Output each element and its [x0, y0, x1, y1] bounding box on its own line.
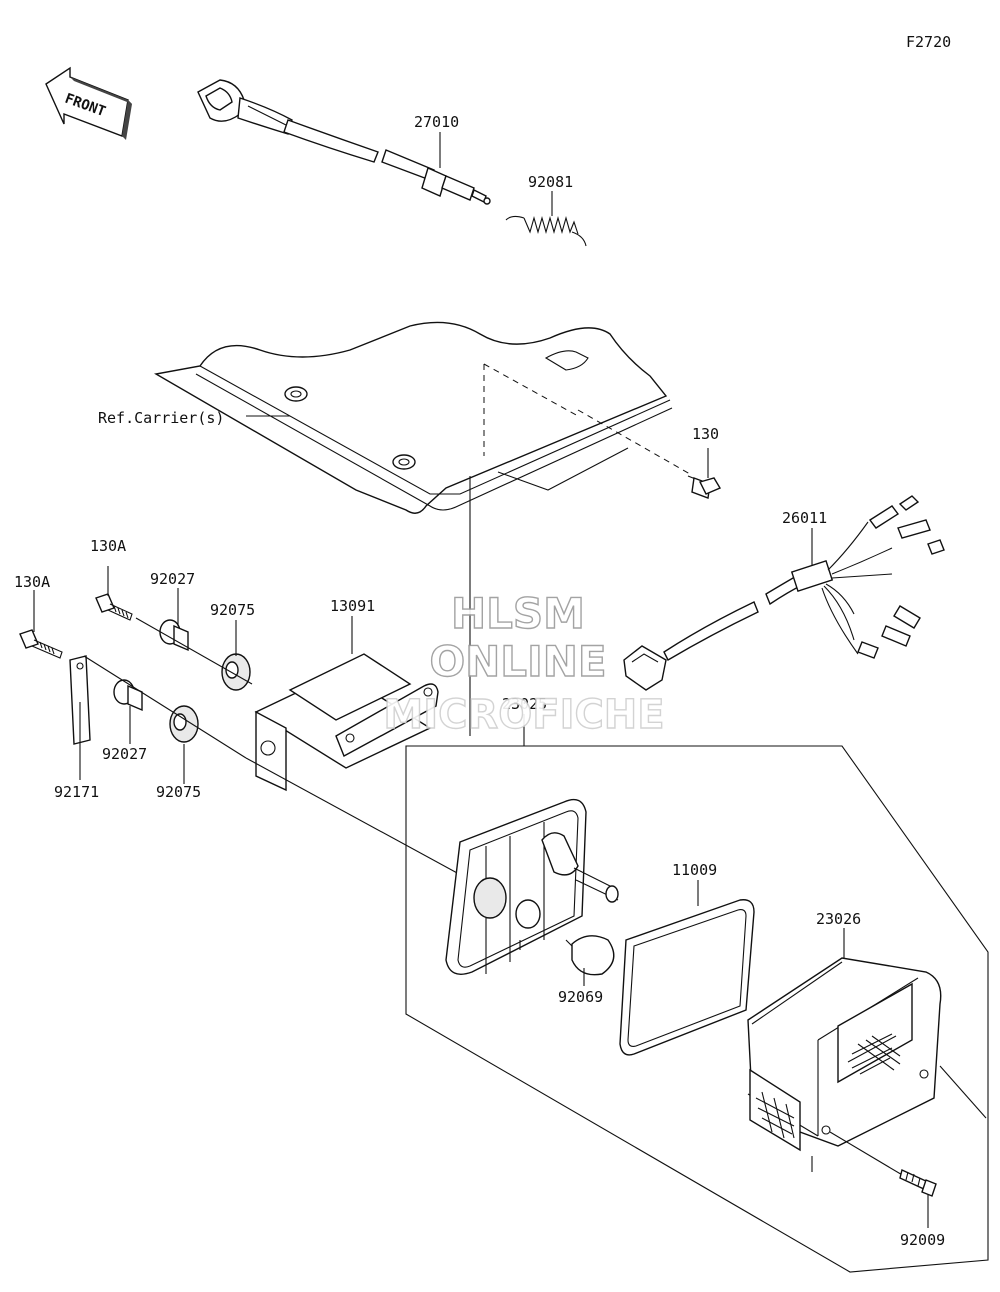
- label-130a-lower: 130A: [14, 573, 50, 591]
- gasket-11009[interactable]: [619, 899, 755, 1056]
- grommet-92075-lower[interactable]: [169, 705, 199, 743]
- label-13091: 13091: [330, 597, 375, 615]
- label-23025: 23025: [502, 695, 547, 713]
- front-arrow-icon: FRONT: [45, 66, 132, 140]
- label-92009: 92009: [900, 1231, 945, 1249]
- label-92081: 92081: [528, 173, 573, 191]
- wire-harness-26011[interactable]: [623, 495, 945, 691]
- figure-code: F2720: [906, 33, 951, 51]
- label-11009: 11009: [672, 861, 717, 879]
- label-92069: 92069: [558, 988, 603, 1006]
- label-23026: 23026: [816, 910, 861, 928]
- label-27010: 27010: [414, 113, 459, 131]
- label-92171: 92171: [54, 783, 99, 801]
- bolt-130a-lower[interactable]: [19, 629, 63, 659]
- ref-carrier-label: Ref.Carrier(s): [98, 409, 224, 427]
- switch-27010[interactable]: [197, 79, 491, 205]
- bulb-92069[interactable]: [565, 935, 615, 976]
- spring-92081[interactable]: [505, 215, 587, 247]
- watermark: HLSM ONLINE MICROFICHE: [383, 588, 666, 738]
- lamp-housing-23025[interactable]: [445, 798, 619, 975]
- screw-92009[interactable]: [829, 1131, 937, 1197]
- label-92027-lower: 92027: [102, 745, 147, 763]
- label-130a-upper: 130A: [90, 537, 126, 555]
- label-92027-upper: 92027: [150, 570, 195, 588]
- label-130: 130: [692, 425, 719, 443]
- label-92075-lower: 92075: [156, 783, 201, 801]
- grommet-92075-upper[interactable]: [221, 653, 251, 691]
- lens-cover-23026[interactable]: [747, 957, 942, 1172]
- watermark-line-1: HLSM: [451, 589, 585, 638]
- bolt-130[interactable]: [687, 475, 722, 499]
- watermark-line-2: ONLINE: [429, 637, 606, 686]
- watermark-line-3: MICROFICHE: [383, 692, 664, 738]
- bolt-130a-upper[interactable]: [95, 593, 133, 621]
- label-26011: 26011: [782, 509, 827, 527]
- carrier-reference-plate: [154, 321, 691, 736]
- bracket-13091[interactable]: [254, 653, 439, 792]
- clamp-92171[interactable]: [69, 655, 91, 745]
- label-92075-upper: 92075: [210, 601, 255, 619]
- collar-92027-lower[interactable]: [113, 679, 143, 712]
